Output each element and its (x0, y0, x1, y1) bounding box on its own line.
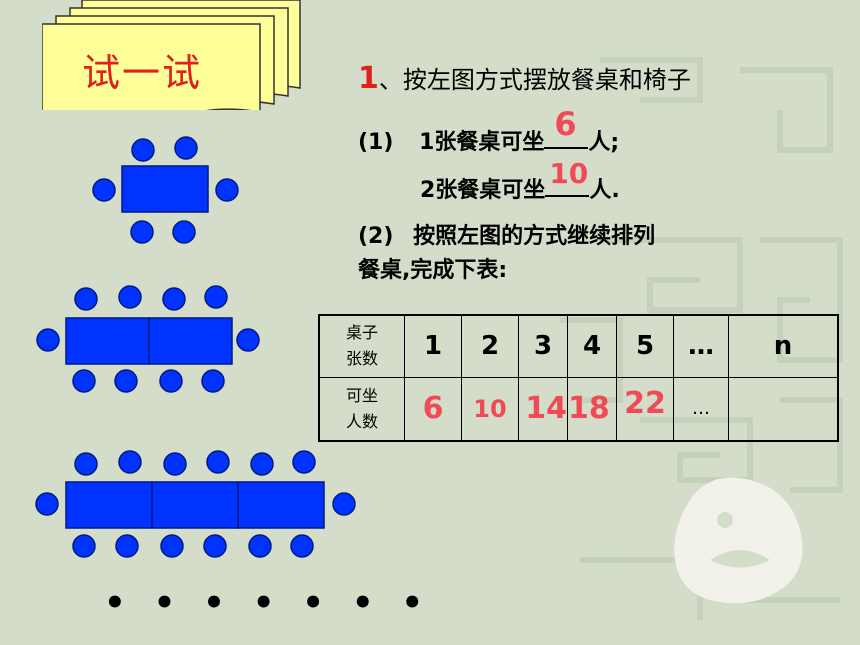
diagram-2-tables (36, 285, 260, 393)
q2-text-line1: 按照左图的方式继续排列 (413, 224, 656, 249)
chair (159, 369, 183, 393)
chair (92, 178, 116, 202)
answer-cell: 6 (404, 376, 462, 442)
table-cell: 4 (567, 314, 617, 378)
chair (130, 220, 154, 244)
chair (250, 452, 274, 476)
answer-cell: 14 (518, 376, 568, 442)
diagram-3-tables (35, 450, 356, 558)
q1-label: (1) (358, 130, 394, 155)
answer-blank: 10 (545, 157, 590, 197)
chair (160, 534, 184, 558)
dining-table (65, 317, 150, 365)
chair (118, 285, 142, 309)
q1-line1-pre: 1张餐桌可坐 (419, 130, 545, 155)
chair (74, 287, 98, 311)
chair (206, 450, 230, 474)
continuation-dots: • • • • • • • (104, 583, 432, 623)
table-cell: … (673, 376, 729, 442)
q1-line2-post: 人. (589, 178, 620, 203)
dining-table (121, 165, 209, 213)
chair (174, 136, 198, 160)
chair (131, 138, 155, 162)
dining-table (151, 481, 239, 529)
q1-answer-2: 10 (549, 157, 589, 190)
chair (36, 328, 60, 352)
row-header-seats: 可坐人数 (318, 376, 405, 442)
chair (115, 534, 139, 558)
chair (215, 178, 239, 202)
q2-line2: 餐桌,完成下表: (358, 258, 508, 283)
table-cell: 1 (404, 314, 462, 378)
dragon-emblem (674, 477, 803, 604)
seating-table: 桌子张数 1 2 3 4 5 … n 可坐人数 6 10 14 18 22 … (318, 314, 839, 442)
chair (114, 369, 138, 393)
chair (118, 450, 142, 474)
chair (203, 534, 227, 558)
dining-table (65, 481, 153, 529)
table-cell: 5 (616, 314, 674, 378)
title-card: 试一试 (42, 0, 301, 116)
answer-cell: 22 (616, 376, 674, 442)
q1-line2-pre: 2张餐桌可坐 (420, 178, 546, 203)
chair (74, 452, 98, 476)
q1-line1-post: 人; (588, 130, 620, 155)
chair (72, 369, 96, 393)
dining-table (148, 317, 233, 365)
row-header-tables: 桌子张数 (318, 314, 405, 378)
answer-cell: 10 (461, 376, 519, 442)
chair (72, 534, 96, 558)
table-cell (728, 376, 839, 442)
page-title: 试一试 (81, 51, 202, 95)
answer-blank: 6 (544, 105, 589, 149)
q1-answer-1: 6 (554, 105, 577, 143)
q2-label: (2) (358, 224, 394, 249)
question-number: 1 (358, 61, 379, 96)
stacked-paper-icon (42, 0, 301, 110)
chair (162, 287, 186, 311)
chair (172, 220, 196, 244)
table-row: 可坐人数 6 10 14 18 22 … (318, 376, 839, 442)
chair (163, 452, 187, 476)
q2-line1: (2) 按照左图的方式继续排列 (358, 218, 655, 250)
chair (290, 534, 314, 558)
chair (248, 534, 272, 558)
answer-cell: 18 (567, 376, 617, 442)
chair (332, 492, 356, 516)
table-cell: 3 (518, 314, 568, 378)
table-row: 桌子张数 1 2 3 4 5 … n (318, 314, 839, 378)
question-heading: 1、按左图方式摆放餐桌和椅子 (358, 60, 691, 96)
table-cell: … (673, 314, 729, 378)
question-heading-text: 、按左图方式摆放餐桌和椅子 (378, 66, 691, 94)
dining-table (237, 481, 325, 529)
chair (201, 369, 225, 393)
chair (292, 450, 316, 474)
chair (204, 285, 228, 309)
table-cell: 2 (461, 314, 519, 378)
chair (35, 492, 59, 516)
q1-line1: (1) 1张餐桌可坐 6 人; (358, 105, 620, 156)
table-cell: n (728, 314, 839, 378)
diagram-1-table (92, 136, 239, 244)
chair (236, 328, 260, 352)
